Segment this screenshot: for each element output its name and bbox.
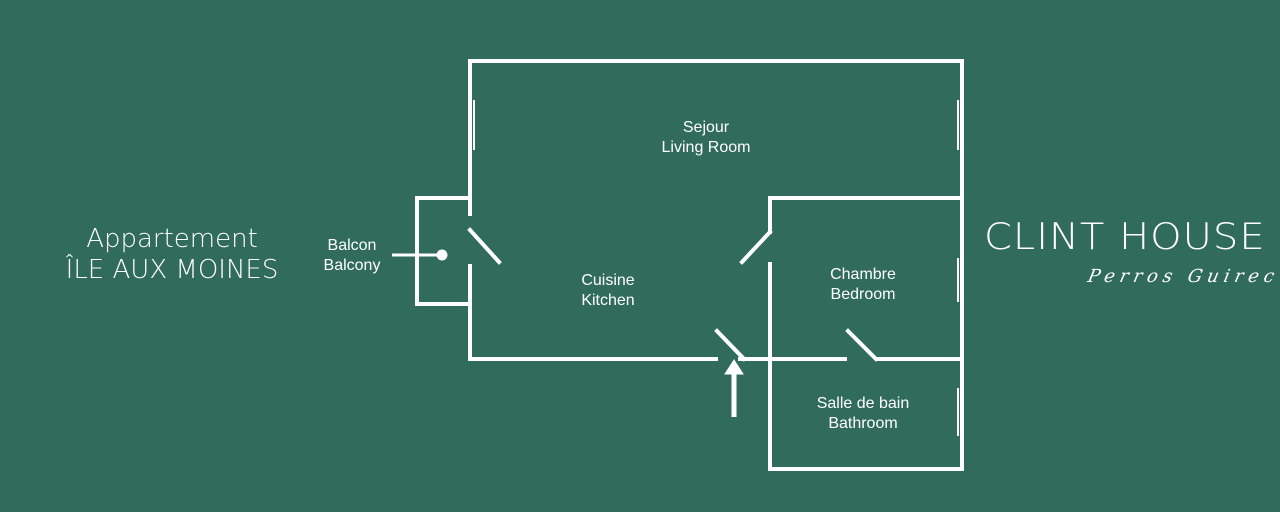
room-label-bedroom: Chambre Bedroom <box>803 265 923 305</box>
balcony-outline <box>415 196 472 306</box>
room-kitchen-en: Kitchen <box>581 292 635 309</box>
apartment-title-line2: ÎLE AUX MOINES <box>65 255 279 285</box>
door-entrance <box>714 328 747 362</box>
apartment-title: Appartement ÎLE AUX MOINES <box>40 224 304 286</box>
room-living-fr: Sejour <box>682 119 730 136</box>
door-bathroom <box>845 328 879 362</box>
room-bedroom-fr: Chambre <box>830 266 896 283</box>
room-bathroom-en: Bathroom <box>828 415 898 432</box>
room-label-balcony: Balcon Balcony <box>308 236 396 276</box>
brand-tagline: Perros Guirec <box>1085 266 1280 287</box>
entrance-arrow-icon <box>724 359 744 417</box>
room-bedroom-en: Bedroom <box>830 286 896 303</box>
room-label-living: Sejour Living Room <box>646 118 766 158</box>
door-balcony <box>467 227 502 265</box>
brand-logo: CLINT HOUSE Perros Guirec <box>984 214 1280 304</box>
room-balcony-en: Balcony <box>323 257 381 274</box>
room-living-en: Living Room <box>661 139 751 156</box>
apartment-title-line1: Appartement <box>86 224 258 254</box>
door-bedroom <box>739 229 773 265</box>
room-kitchen-fr: Cuisine <box>581 272 635 289</box>
room-bathroom-fr: Salle de bain <box>816 395 910 412</box>
balcony-pointer-dot <box>436 249 448 261</box>
brand-name: CLINT HOUSE <box>984 215 1266 259</box>
room-label-bathroom: Salle de bain Bathroom <box>793 394 933 434</box>
room-label-kitchen: Cuisine Kitchen <box>548 271 668 311</box>
room-balcony-fr: Balcon <box>327 237 377 254</box>
